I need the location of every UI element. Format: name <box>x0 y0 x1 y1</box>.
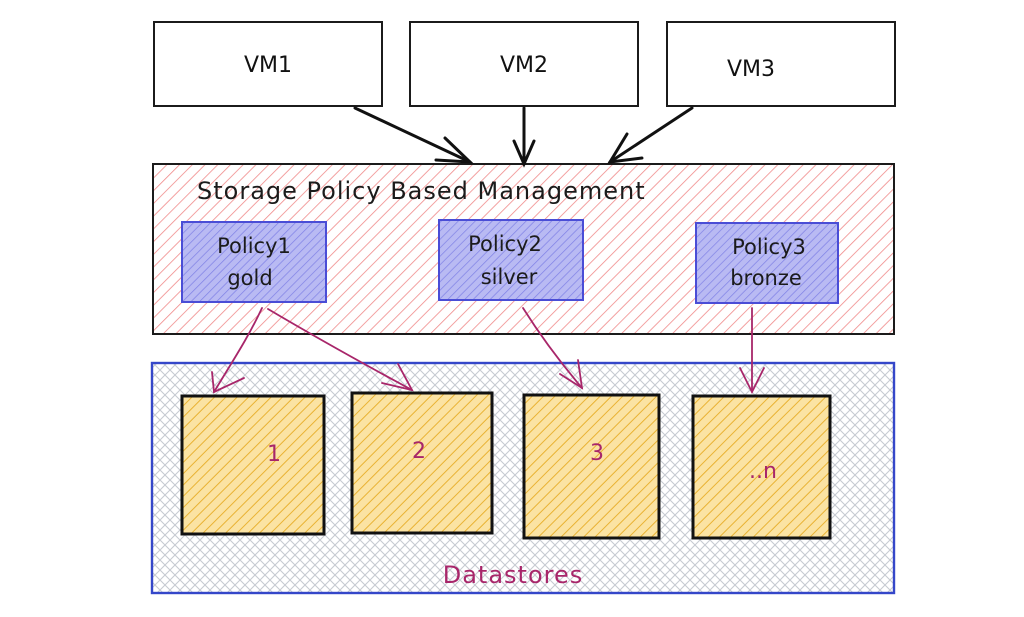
policy-tier-3: bronze <box>730 266 802 290</box>
datastore-label-2: 2 <box>412 439 426 464</box>
policy-tier-2: silver <box>481 265 538 289</box>
vm-label-1: VM1 <box>244 53 292 78</box>
datastores-title: Datastores <box>443 561 584 589</box>
datastore-box-2: 2 <box>350 391 494 535</box>
policy-box-2: Policy2 silver <box>438 219 584 301</box>
policy-name-2: Policy2 <box>468 232 542 256</box>
policy-to-datastore-arrows <box>211 307 765 395</box>
vm-label-3: VM3 <box>727 57 775 82</box>
arrow-policy1-ds1 <box>211 307 263 394</box>
policy-box-1: Policy1 gold <box>181 221 327 303</box>
vm-box-1: VM1 <box>153 21 383 107</box>
arrow-policy1-ds2 <box>267 308 414 392</box>
vm-label-2: VM2 <box>500 53 548 78</box>
arrow-policy2-ds3 <box>522 307 584 390</box>
datastore-box-1: 1 <box>180 394 326 536</box>
vm-box-2: VM2 <box>409 21 639 107</box>
policy-name-3: Policy3 <box>732 235 806 259</box>
arrow-policy3-dsn <box>739 307 765 395</box>
policy-box-3: Policy3 bronze <box>695 222 839 304</box>
datastore-label-3: 3 <box>590 441 604 466</box>
vm-to-spbm-arrows <box>353 106 694 168</box>
vm-box-3: VM3 <box>666 21 896 107</box>
datastore-label-n: ..n <box>749 459 777 484</box>
arrow-vm1-spbm <box>353 106 474 164</box>
spbm-title: Storage Policy Based Management <box>197 177 646 205</box>
arrow-vm3-spbm <box>607 106 694 164</box>
policy-tier-1: gold <box>227 266 272 290</box>
policy-name-1: Policy1 <box>217 234 291 258</box>
datastore-box-3: 3 <box>522 393 661 540</box>
datastore-box-n: ..n <box>691 394 832 540</box>
arrow-vm2-spbm <box>512 106 536 168</box>
datastore-label-1: 1 <box>267 442 281 467</box>
